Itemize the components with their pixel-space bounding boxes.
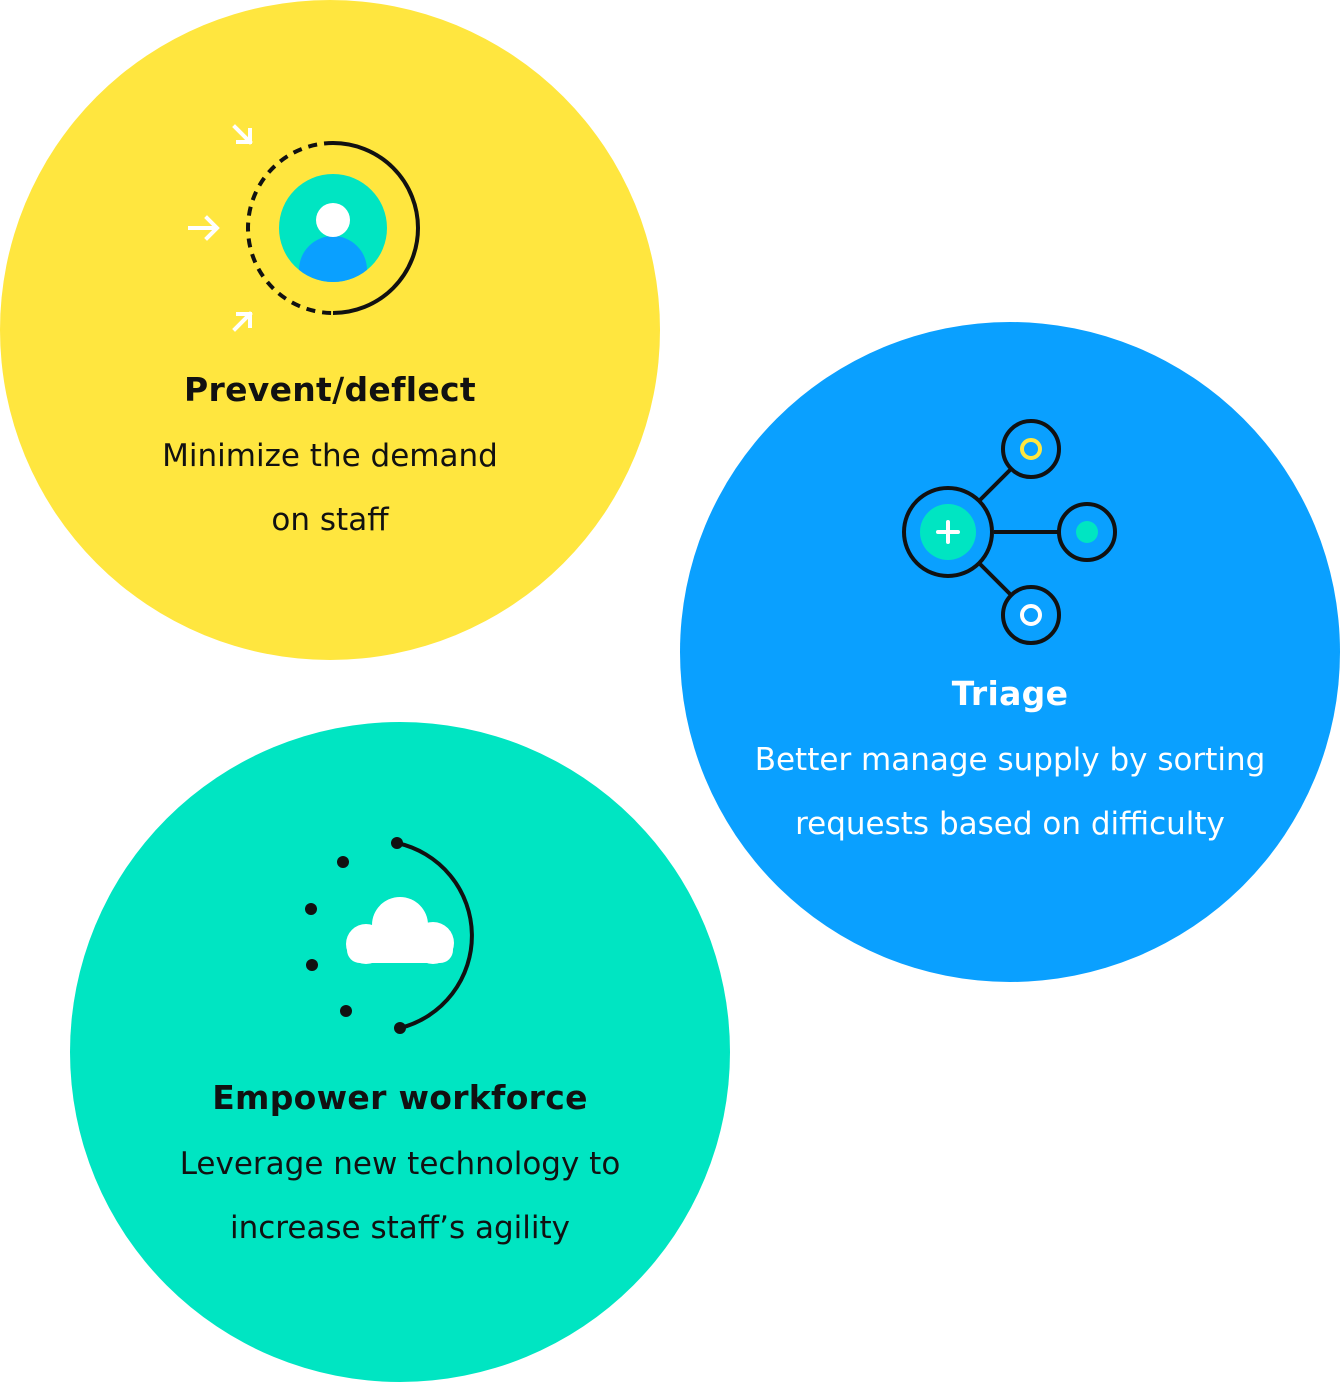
- triage-title: Triage: [951, 674, 1069, 713]
- user-target-icon: [188, 124, 420, 332]
- triage-circle: Triage Better manage supply by sorting r…: [680, 322, 1340, 982]
- empower-workforce-title: Empower workforce: [212, 1078, 588, 1117]
- prevent-deflect-title: Prevent/deflect: [184, 370, 476, 409]
- arrow-in-top-icon: [232, 124, 253, 145]
- triage-network-icon: [902, 419, 1117, 645]
- prevent-deflect-description: Minimize the demand on staff: [162, 438, 498, 538]
- arrow-in-bottom-icon: [232, 311, 253, 332]
- empower-workforce-circle: Empower workforce Leverage new technolog…: [70, 722, 730, 1382]
- triage-description: Better manage supply by sorting requests…: [754, 742, 1266, 842]
- prevent-deflect-circle: Prevent/deflect Minimize the demand on s…: [0, 0, 660, 660]
- cloud-icon: [305, 837, 474, 1034]
- empower-workforce-description: Leverage new technology to increase staf…: [179, 1146, 621, 1246]
- arrow-in-middle-icon: [188, 215, 220, 241]
